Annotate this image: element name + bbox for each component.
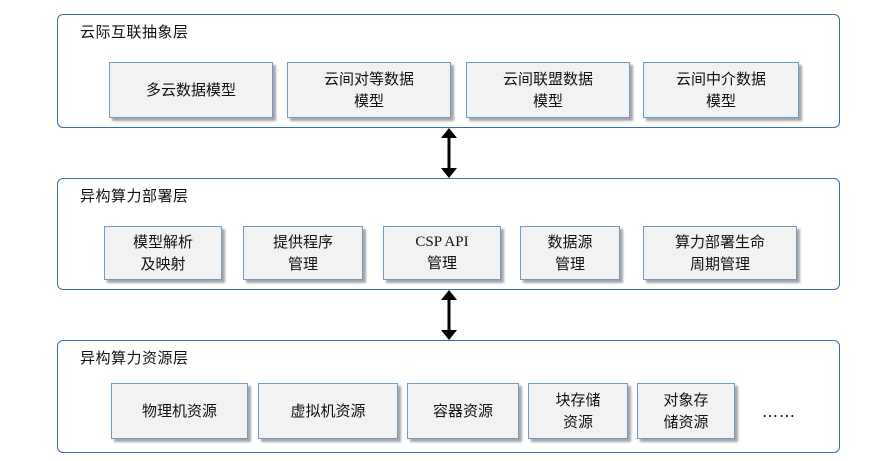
box-deployment-lifecycle: 算力部署生命 周期管理 [643, 226, 797, 280]
box-federation-data-model: 云间联盟数据 模型 [466, 62, 630, 118]
box-block-storage-resources: 块存储 资源 [528, 383, 628, 439]
box-data-source-management: 数据源 管理 [520, 226, 620, 280]
box-provider-management: 提供程序 管理 [243, 226, 363, 280]
double-arrow-icon [441, 290, 457, 340]
box-container-resources: 容器资源 [407, 383, 519, 439]
layer-title: 异构算力资源层 [80, 349, 189, 367]
box-virtual-machine-resources: 虚拟机资源 [258, 383, 398, 439]
layer-title: 异构算力部署层 [80, 187, 189, 205]
double-arrow-icon [441, 128, 457, 178]
box-model-parsing: 模型解析 及映射 [104, 226, 222, 280]
box-csp-api-management: CSP API 管理 [383, 226, 501, 280]
box-physical-machine-resources: 物理机资源 [111, 383, 248, 439]
box-object-storage-resources: 对象存 储资源 [637, 383, 735, 439]
box-peer-data-model: 云间对等数据 模型 [287, 62, 451, 118]
box-broker-data-model: 云间中介数据 模型 [643, 62, 799, 118]
layer-title: 云际互联抽象层 [80, 23, 189, 41]
ellipsis: …… [762, 402, 796, 421]
box-multi-cloud-data-model: 多云数据模型 [109, 62, 273, 118]
